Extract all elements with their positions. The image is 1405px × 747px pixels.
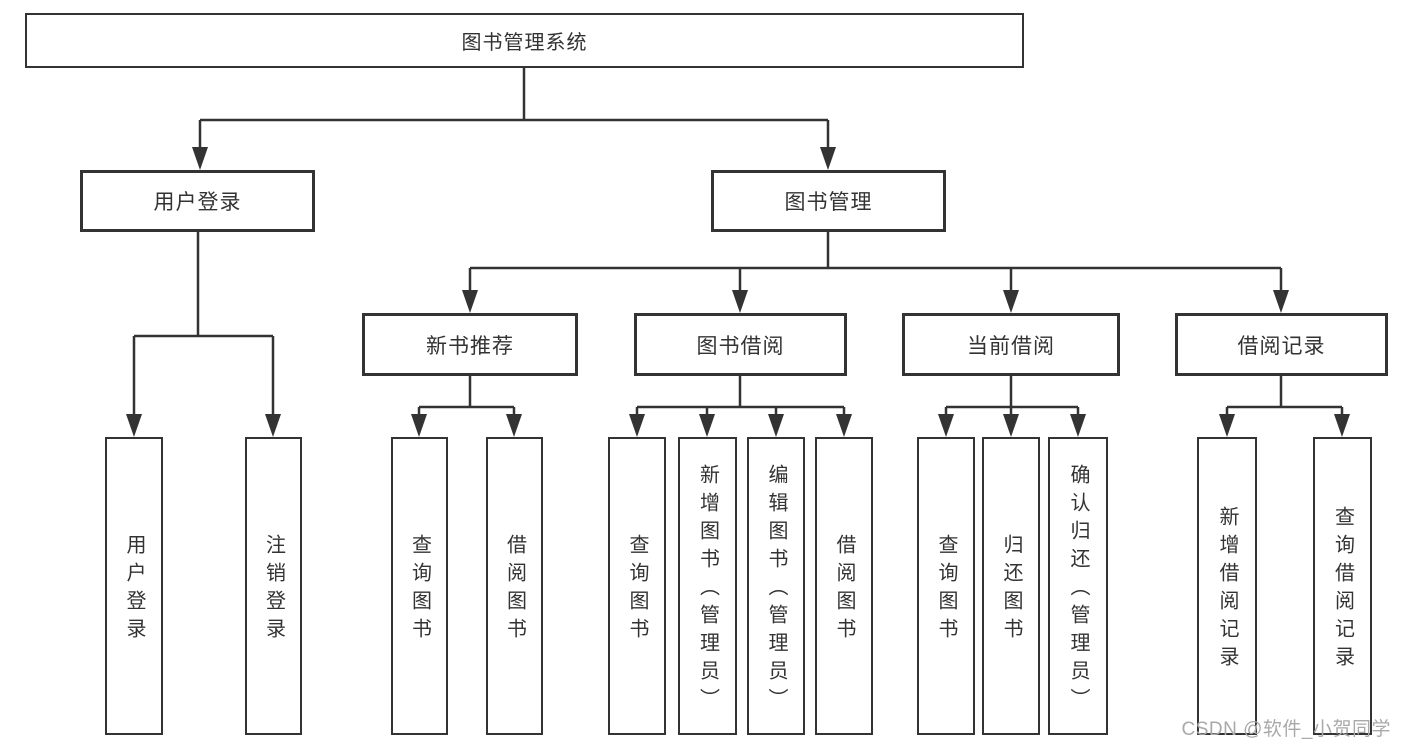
leaf-add-borrow-record: 新增借阅记录 bbox=[1197, 437, 1257, 735]
node-label: 注销登录 bbox=[262, 534, 285, 646]
leaf-logout: 注销登录 bbox=[245, 437, 302, 735]
csdn-watermark: CSDN @软件_小贺同学 bbox=[1181, 719, 1391, 740]
node-label: 借阅记录 bbox=[1237, 334, 1326, 358]
node-label: 当前借阅 bbox=[967, 334, 1055, 358]
node-label: 新增图书（管理员） bbox=[696, 464, 719, 716]
node-label: 用户登录 bbox=[153, 191, 242, 214]
leaf-edit-books-admin: 编辑图书（管理员） bbox=[747, 437, 805, 735]
node-label: 查询图书 bbox=[935, 534, 957, 646]
node-label: 图书借阅 bbox=[696, 334, 785, 358]
node-label: 借阅图书 bbox=[503, 534, 526, 646]
node-label: 新增借阅记录 bbox=[1216, 506, 1238, 674]
node-book-borrow: 图书借阅 bbox=[634, 313, 847, 376]
node-user-login: 用户登录 bbox=[80, 170, 315, 232]
node-label: 图书管理系统 bbox=[461, 32, 588, 54]
leaf-return-books: 归还图书 bbox=[982, 437, 1040, 735]
node-label: 借阅图书 bbox=[833, 534, 855, 646]
leaf-confirm-return-admin: 确认归还（管理员） bbox=[1048, 437, 1108, 735]
node-label: 查询图书 bbox=[408, 534, 431, 646]
leaf-user-login: 用户登录 bbox=[105, 437, 163, 735]
node-new-book-recommend: 新书推荐 bbox=[362, 313, 578, 376]
leaf-query-books-borrow: 查询图书 bbox=[608, 437, 666, 735]
node-library-management-system: 图书管理系统 bbox=[25, 13, 1024, 68]
node-label: 确认归还（管理员） bbox=[1067, 464, 1089, 716]
node-label: 用户登录 bbox=[123, 534, 145, 646]
node-label: 查询图书 bbox=[626, 534, 648, 646]
node-label: 图书管理 bbox=[784, 191, 873, 214]
node-current-borrow: 当前借阅 bbox=[902, 313, 1120, 376]
node-book-management: 图书管理 bbox=[711, 170, 946, 232]
node-label: 查询借阅记录 bbox=[1331, 506, 1354, 674]
node-borrow-records: 借阅记录 bbox=[1175, 313, 1388, 376]
leaf-borrow-books-recommend: 借阅图书 bbox=[486, 437, 543, 735]
node-label: 编辑图书（管理员） bbox=[765, 464, 787, 716]
node-label: 归还图书 bbox=[1000, 534, 1022, 646]
leaf-query-books-recommend: 查询图书 bbox=[391, 437, 448, 735]
leaf-query-borrow-record: 查询借阅记录 bbox=[1313, 437, 1372, 735]
node-label: 新书推荐 bbox=[426, 334, 514, 358]
leaf-query-books-current: 查询图书 bbox=[917, 437, 975, 735]
leaf-borrow-books: 借阅图书 bbox=[815, 437, 873, 735]
leaf-add-books-admin: 新增图书（管理员） bbox=[678, 437, 737, 735]
